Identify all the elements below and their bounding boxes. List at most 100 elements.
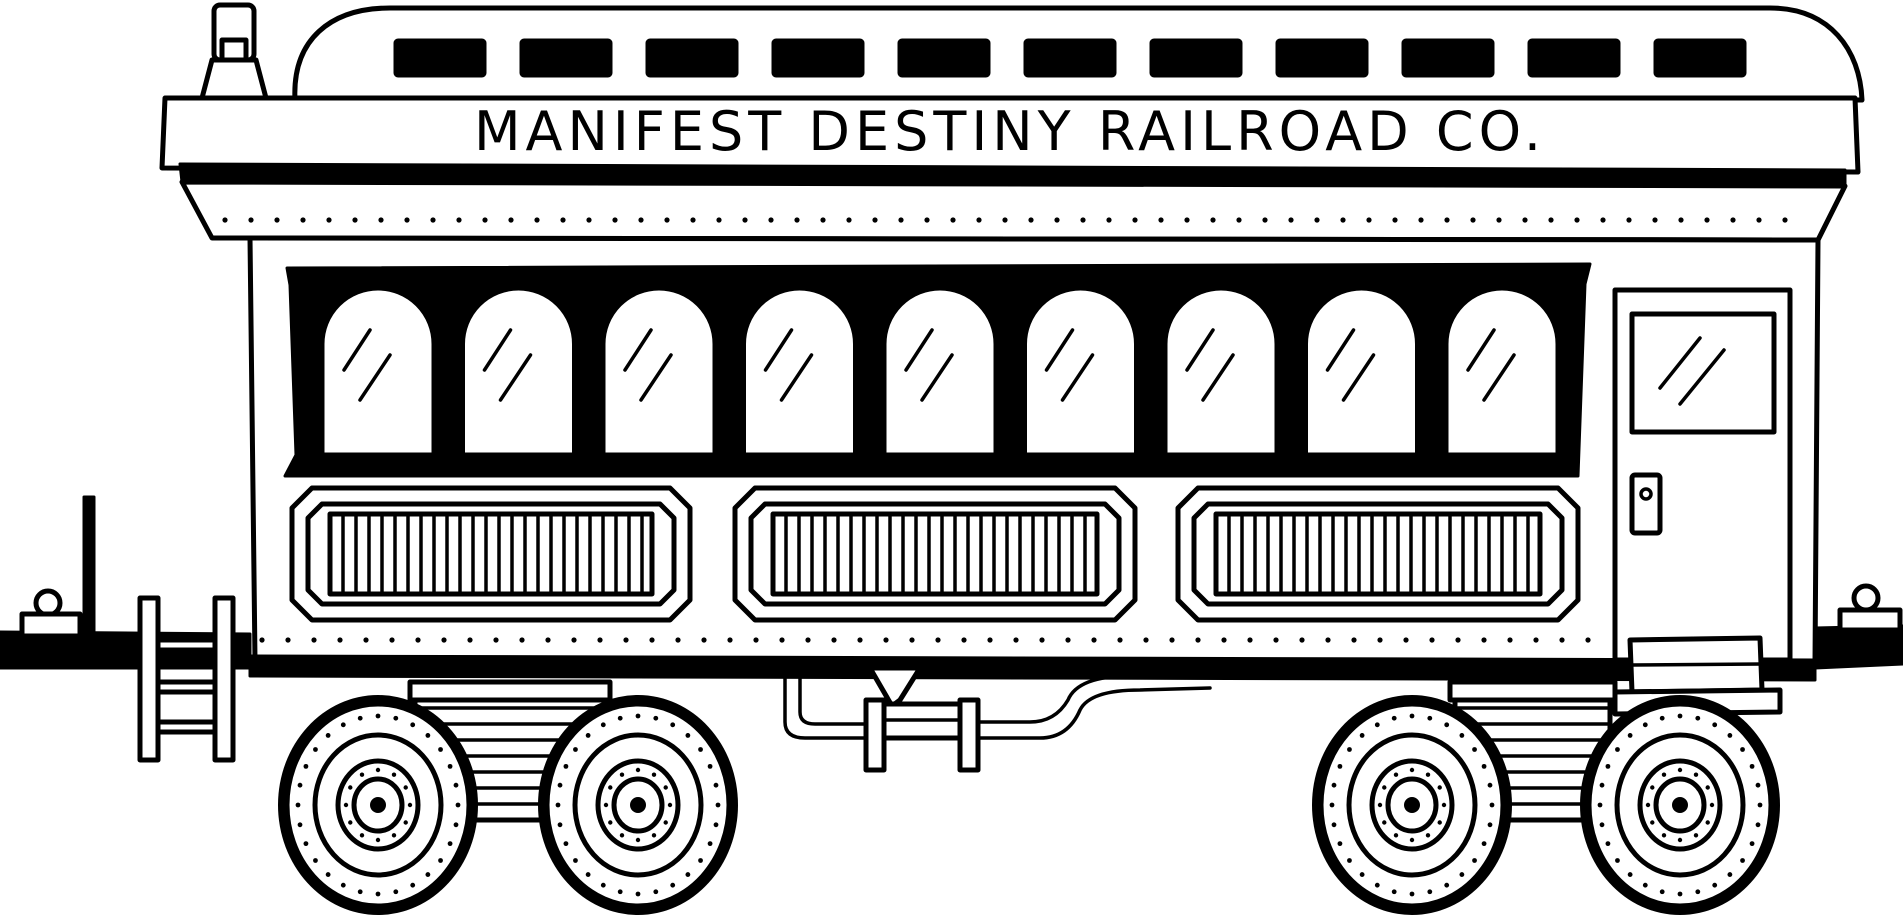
wheel-rivet: [1391, 715, 1397, 721]
wheel-rivet: [1695, 715, 1701, 721]
rivet: [1470, 217, 1476, 223]
glass-glint: [498, 353, 533, 402]
wheel-rivet: [1740, 747, 1745, 752]
rivet: [1158, 217, 1164, 223]
rivet: [1247, 637, 1253, 643]
wheel-rivet: [1615, 858, 1620, 863]
wheel-rivet: [453, 782, 459, 788]
rivet: [560, 217, 566, 223]
wheels: [278, 695, 1780, 915]
rivet: [1169, 637, 1175, 643]
car-name-board: MANIFEST DESTINY RAILROAD CO.: [474, 100, 1546, 163]
hub-rivet: [1377, 802, 1383, 808]
rivet: [1132, 217, 1138, 223]
glass-glint: [1482, 353, 1516, 402]
glass-glint: [1060, 353, 1095, 402]
wheel-rivet: [1359, 733, 1365, 738]
front-coupler: [19, 495, 96, 639]
rivet: [716, 217, 722, 223]
rear-coupler: [1837, 583, 1903, 633]
rivet: [430, 217, 436, 223]
rivet: [363, 637, 369, 643]
clerestory-window: [645, 38, 739, 78]
wheel-rivet: [1331, 782, 1337, 788]
wheel-rivet: [635, 891, 641, 897]
wheel: [278, 695, 478, 915]
hub-rivet: [359, 772, 365, 777]
rivet: [1392, 217, 1398, 223]
wheel: [538, 695, 738, 915]
clerestory-window: [519, 38, 613, 78]
rivet: [1600, 217, 1606, 223]
wheel-ring: [1346, 732, 1478, 878]
rivet: [1756, 217, 1762, 223]
rivet: [1184, 217, 1190, 223]
wheel-rivet: [393, 715, 399, 721]
wheel-rivet: [707, 841, 713, 847]
rivet: [1455, 637, 1461, 643]
slat-frame: [1213, 511, 1543, 597]
rivet: [1429, 637, 1435, 643]
rivet: [831, 637, 837, 643]
rivet: [1002, 217, 1008, 223]
rivet: [742, 217, 748, 223]
rivet: [1195, 637, 1201, 643]
hub-rivet: [1437, 785, 1442, 790]
rivet: [753, 637, 759, 643]
wheel-rivet: [447, 763, 453, 769]
rivet: [976, 217, 982, 223]
rivet: [259, 637, 265, 643]
rivet: [482, 217, 488, 223]
rivet: [649, 637, 655, 643]
wheel-rivet: [1677, 891, 1683, 897]
wheel-rivet: [325, 733, 331, 738]
glass-glint: [623, 328, 653, 372]
hub-rivet: [1409, 837, 1415, 843]
rivet: [519, 637, 525, 643]
rivet: [1496, 217, 1502, 223]
rivet: [1210, 217, 1216, 223]
glass-glint: [482, 328, 513, 372]
wheel-rivet: [425, 733, 431, 738]
clerestory-window: [1653, 38, 1747, 78]
wheel-hub: [1385, 776, 1439, 834]
rivet: [675, 637, 681, 643]
wheel-rivet: [563, 763, 569, 769]
clerestory-window: [1149, 38, 1243, 78]
rivet: [1626, 217, 1632, 223]
wheel-hub: [351, 776, 405, 834]
ladder-rung: [155, 719, 218, 735]
rivet: [883, 637, 889, 643]
glass-glint: [904, 328, 934, 372]
wheel: [1312, 695, 1512, 915]
wheel-rivet: [698, 858, 703, 863]
rivet: [415, 637, 421, 643]
rivet: [1262, 217, 1268, 223]
rivet: [1080, 217, 1086, 223]
rivet: [378, 217, 384, 223]
hub-rivet: [403, 820, 408, 825]
wheel-rivet: [1599, 782, 1605, 788]
wheel-rivet: [1712, 722, 1718, 728]
wheel-hub: [611, 776, 665, 834]
wheel-rivet: [313, 858, 318, 863]
wheel-rivet: [1409, 891, 1415, 897]
wheel-rivet: [1487, 782, 1493, 788]
body-rivets: [259, 637, 1591, 643]
hub-rivet: [1693, 772, 1699, 777]
wheel-rivet: [1727, 872, 1733, 877]
wheel-rivet: [1489, 802, 1495, 808]
slat-frame: [770, 511, 1100, 597]
hub-rivet: [663, 820, 668, 825]
wheel-rivet: [357, 715, 363, 721]
rivet: [1054, 217, 1060, 223]
wheel-rivet: [375, 891, 381, 897]
clerestory-window: [771, 38, 865, 78]
rivet: [311, 637, 317, 643]
rivet: [1143, 637, 1149, 643]
rivet: [1574, 217, 1580, 223]
roof-board: [159, 95, 1861, 175]
rivet: [1678, 217, 1684, 223]
wheel-rivet: [653, 715, 659, 721]
wheel-rivet: [438, 858, 443, 863]
